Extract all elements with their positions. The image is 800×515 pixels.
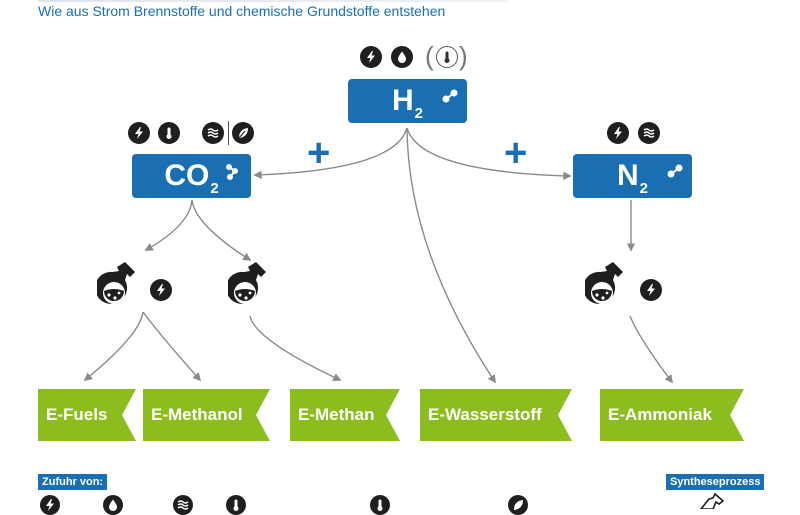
molecule-icon: [226, 164, 238, 180]
electricity-icon: [128, 122, 150, 144]
plus-sign-right: +: [504, 131, 528, 175]
molecule-icon: [442, 89, 458, 103]
arrow-flask3-eammoniak: [629, 315, 674, 384]
electricity-icon: [640, 279, 662, 301]
thermometer-icon: [436, 46, 458, 68]
arrow-h2-ewasserstoff: [406, 127, 496, 384]
synthesis-flask-icon: [97, 262, 135, 304]
molecule-icon: [667, 164, 683, 178]
legend-zufuhr-label: Zufuhr von:: [38, 474, 108, 490]
legend-water: [103, 495, 123, 515]
legend-biomass: [508, 495, 528, 515]
legend-synthese-label: Syntheseprozess: [666, 474, 765, 490]
arrow-flask1-efuels: [83, 311, 144, 382]
electricity-icon: [607, 122, 629, 144]
co2-subscript: 2: [210, 179, 219, 197]
air-icon: [173, 495, 193, 515]
air-icon: [202, 122, 224, 144]
water-drop-icon: [391, 46, 413, 68]
co2-symbol: CO: [164, 159, 210, 192]
biomass-leaf-icon: [232, 122, 254, 144]
arrow-flask2-emethan: [249, 315, 342, 381]
synthesis-flask-icon: [228, 262, 266, 304]
legend-air: [173, 495, 193, 515]
product-e-methan: E-Methan: [290, 389, 400, 441]
arrow-co2-flask1: [144, 199, 193, 251]
arrow-flask1-emethanol: [142, 311, 202, 382]
h2-symbol: H: [391, 84, 414, 117]
arrow-co2-flask2: [191, 199, 252, 261]
legend-heat-high: [370, 495, 390, 515]
electricity-icon: [360, 46, 382, 68]
synthesis-flask-icon: [585, 262, 623, 304]
top-edge-fragment: [38, 0, 508, 2]
product-e-ammoniak: E-Ammoniak: [600, 389, 744, 441]
arrow-h2-n2: [406, 127, 572, 181]
product-e-methanol: E-Methanol: [143, 389, 270, 441]
thermometer-icon: [158, 122, 180, 144]
water-drop-icon: [103, 495, 123, 515]
subtitle: Wie aus Strom Brennstoffe und chemische …: [38, 3, 446, 19]
biomass-leaf-icon: [508, 495, 528, 515]
air-icon: [638, 122, 660, 144]
legend-electricity: [40, 495, 60, 515]
legend-heat-low: [226, 495, 246, 515]
optional-paren-close: ): [459, 41, 468, 71]
separator: [228, 121, 229, 145]
thermometer-icon: [370, 495, 390, 515]
legend-flask-icon: [699, 493, 725, 509]
product-e-wasserstoff: E-Wasserstoff: [420, 389, 572, 441]
h2-subscript: 2: [414, 104, 423, 122]
product-e-fuels: E-Fuels: [38, 389, 136, 441]
thermometer-icon: [226, 495, 246, 515]
electricity-icon: [40, 495, 60, 515]
arrow-h2-co2: [253, 127, 408, 179]
electricity-icon: [150, 279, 172, 301]
n2-symbol: N: [616, 159, 639, 192]
plus-sign-left: +: [307, 131, 331, 175]
n2-subscript: 2: [639, 179, 648, 197]
optional-paren-open: (: [425, 41, 434, 71]
